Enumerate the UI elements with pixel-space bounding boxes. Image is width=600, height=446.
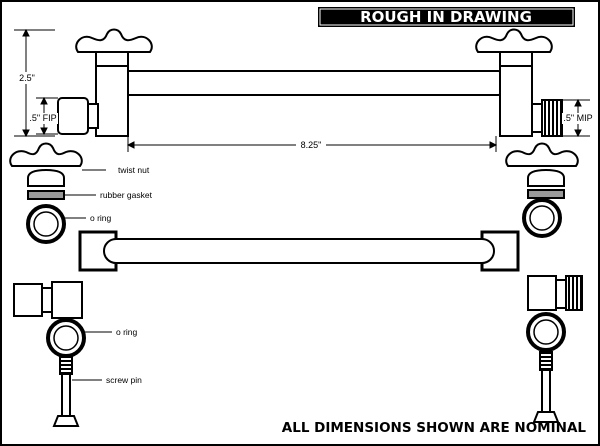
- right-valve-body: [499, 65, 533, 137]
- height-dimension: 2.5": [19, 73, 35, 83]
- right-twist-nut-icon: [505, 142, 579, 167]
- width-dimension: 8.25": [301, 140, 322, 150]
- screw-pin-shaft-icon: [61, 373, 71, 417]
- left-handle-icon: [75, 28, 153, 53]
- middle-tube: [103, 238, 495, 264]
- footer-note: ALL DIMENSIONS SHOWN ARE NOMINAL: [282, 420, 587, 436]
- twist-nut-icon: [9, 142, 83, 167]
- page-title: ROUGH IN DRAWING: [360, 8, 532, 26]
- o-ring-label-top: o ring: [90, 213, 112, 223]
- o-ring-label-bottom: o ring: [116, 327, 138, 337]
- middle-tube-assembly: [78, 230, 520, 272]
- rubber-gasket-icon: [27, 190, 65, 200]
- screw-pin-foot-icon: [52, 415, 80, 427]
- screw-pin-thread-icon: [59, 355, 73, 375]
- right-mip-thread: [541, 99, 563, 137]
- screw-pin-label: screw pin: [106, 375, 142, 385]
- top-tube: [114, 70, 511, 96]
- right-stem-cap: [499, 51, 533, 67]
- rubber-gasket-top-icon: [27, 168, 65, 187]
- left-fip-nut: [57, 97, 89, 135]
- top-assembly: [57, 28, 563, 137]
- left-valve-body: [95, 65, 129, 137]
- rubber-gasket-label: rubber gasket: [100, 190, 153, 200]
- right-mip-fitting-thread: [565, 275, 583, 311]
- mip-dimension: .5" MIP: [563, 113, 592, 123]
- title-banner: ROUGH IN DRAWING: [318, 7, 575, 27]
- left-stem-cap: [95, 51, 129, 67]
- right-rubber-gasket-icon: [527, 189, 565, 199]
- right-screw-pin-shaft-icon: [541, 369, 551, 413]
- right-handle-icon: [475, 28, 553, 53]
- callout-leaders: [64, 169, 112, 381]
- fip-dimension: .5" FIP: [29, 113, 56, 123]
- right-exploded-parts: [505, 142, 583, 423]
- right-screw-pin-thread-icon: [539, 351, 553, 371]
- left-fip-fitting-icon: [13, 283, 43, 317]
- left-exploded-parts: [9, 142, 86, 427]
- right-screw-pin-foot-icon: [532, 411, 560, 423]
- right-gasket-top-icon: [527, 168, 565, 187]
- twist-nut-label: twist nut: [118, 165, 150, 175]
- right-mip-fitting-icon: [527, 275, 557, 311]
